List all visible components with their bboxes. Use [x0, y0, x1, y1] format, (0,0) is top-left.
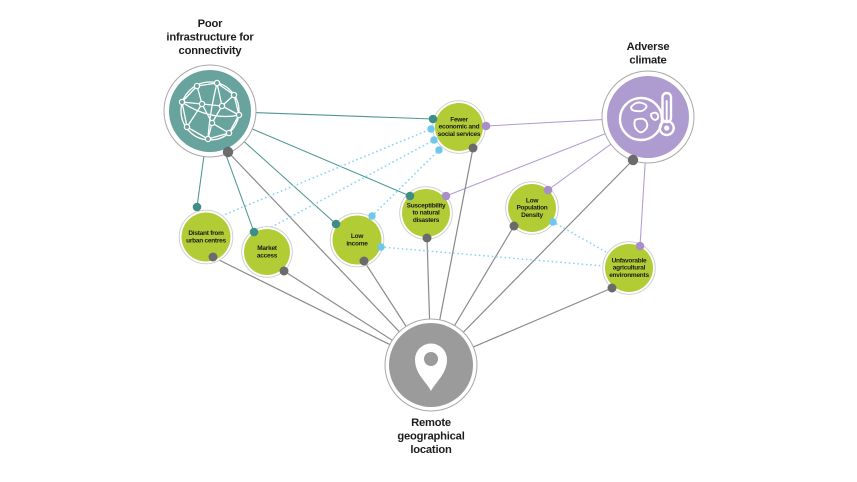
connection-dot-purple	[481, 121, 491, 131]
node-label-line: access	[257, 252, 278, 259]
connection-dot-gray	[509, 221, 519, 231]
connection-dot-gray	[627, 154, 639, 166]
edge-dashed-cyan	[552, 221, 607, 253]
node-label-line: Low	[351, 233, 364, 240]
node-label-line: income	[346, 240, 368, 247]
connection-dot-teal	[192, 202, 202, 212]
edge-gray	[430, 159, 634, 366]
node-circle	[332, 215, 382, 265]
connection-dot-gray	[468, 143, 478, 153]
hub-label-line: Adverse	[627, 41, 670, 53]
node-label-line: Susceptibility	[407, 202, 446, 209]
hub-label-line: location	[410, 444, 452, 456]
node-label-line: Unfavorable	[612, 257, 647, 264]
node-label-line: environments	[609, 272, 649, 279]
connection-dot-gray	[208, 252, 218, 262]
node-circle	[402, 189, 450, 237]
connection-dot-cyan	[377, 243, 385, 251]
node-circle	[605, 244, 653, 292]
connection-dot-cyan	[427, 125, 435, 133]
hub-label-line: climate	[629, 54, 666, 66]
connection-dot-gray	[607, 283, 617, 293]
location-pin-icon	[415, 343, 447, 391]
node-label-line: agricultural	[613, 265, 646, 272]
connection-dot-cyan	[549, 218, 557, 226]
connection-dot-purple	[635, 241, 645, 251]
node-circle	[508, 184, 556, 232]
connection-dot-gray	[422, 233, 432, 243]
node-label-line: Population	[516, 205, 547, 212]
connection-dot-cyan	[368, 212, 376, 220]
globe-thermometer-icon	[618, 91, 675, 142]
edge-dashed-cyan	[267, 139, 435, 230]
node-label-line: Fewer	[450, 116, 468, 123]
hub-label-line: geographical	[397, 430, 464, 442]
node-label-line: Low	[526, 197, 539, 204]
edge-dashed-cyan	[371, 149, 440, 217]
hub-circle	[607, 76, 689, 158]
node-label-line: Market	[257, 245, 278, 252]
node-circle	[435, 103, 483, 151]
connection-dot-gray	[359, 256, 369, 266]
connection-dot-gray	[279, 266, 289, 276]
connection-dot-teal	[405, 191, 415, 201]
connection-dot-gray	[222, 146, 234, 158]
node-label-line: social services	[438, 131, 481, 138]
edge-dashed-cyan	[380, 246, 605, 267]
hub-label-line: Poor	[198, 18, 224, 30]
hub-label-line: infrastructure for	[166, 31, 254, 43]
hub-label-line: connectivity	[179, 45, 243, 57]
connection-dot-cyan	[435, 146, 443, 154]
connection-dot-purple	[543, 185, 553, 195]
connection-dot-teal	[428, 114, 438, 124]
hub-icon-wrap	[415, 343, 447, 391]
node-label-line: Density	[521, 212, 543, 219]
connection-dot-teal	[331, 219, 341, 229]
hub-icon-wrap	[618, 91, 675, 142]
network-globe-icon	[178, 79, 243, 143]
node-circle	[181, 212, 231, 262]
connection-dot-cyan	[430, 136, 438, 144]
edge-dashed-cyan	[213, 128, 432, 220]
node-circle	[244, 229, 290, 275]
hub-icon-wrap	[178, 79, 243, 143]
edge-gray	[227, 151, 432, 366]
hub-label-line: Remote	[411, 417, 451, 429]
node-label-line: economic and	[439, 124, 480, 131]
connection-dot-teal	[249, 227, 259, 237]
node-label-line: urban centres	[186, 237, 226, 244]
node-label-line: disasters	[413, 217, 440, 224]
connection-dots-layer	[192, 114, 645, 293]
node-label-line: to natural	[412, 210, 440, 217]
connection-dot-purple	[441, 191, 451, 201]
node-label-line: Distant from	[188, 230, 224, 237]
